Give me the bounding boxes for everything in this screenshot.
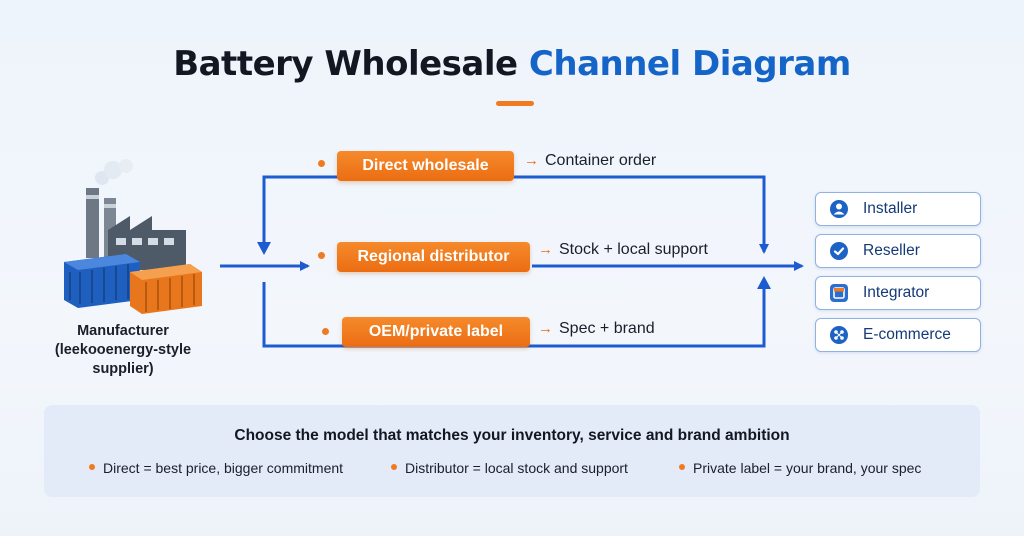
channel-note-3: → Spec + brand (538, 320, 655, 338)
title-part2: Channel Diagram (528, 44, 851, 84)
channel-oem-private-label: OEM/private label (342, 317, 530, 347)
channel-dot-3 (322, 328, 329, 335)
summary-bullet-1-text: Direct = best price, bigger commitment (103, 460, 344, 476)
role-installer-label: Installer (863, 200, 918, 217)
channel-note-3-text: Spec + brand (559, 320, 655, 337)
check-badge-icon (830, 242, 848, 260)
channel-regional-distributor: Regional distributor (337, 242, 530, 272)
arrow-glyph-2: → (538, 241, 553, 258)
title-underline (496, 101, 534, 106)
diagram-title: Battery Wholesale Channel Diagram (0, 44, 1024, 84)
top-route-line (262, 175, 769, 254)
title-part1: Battery Wholesale (173, 44, 518, 84)
blue-container-icon (64, 254, 140, 308)
person-icon (830, 200, 848, 218)
window-icon (830, 284, 848, 302)
channel-note-1: → Container order (524, 152, 656, 170)
manufacturer-label: Manufacturer (leekooenergy-style supplie… (48, 322, 198, 379)
summary-bullet-distributor: Distributor = local stock and support (391, 460, 628, 476)
top-left-arrowhead (257, 242, 271, 255)
role-integrator-label: Integrator (863, 284, 930, 301)
channel-dot-1 (318, 160, 325, 167)
summary-bullet-direct: Direct = best price, bigger commitment (89, 460, 343, 476)
orange-container-icon (130, 264, 202, 314)
bottom-right-arrowhead (757, 276, 771, 289)
channel-direct-wholesale: Direct wholesale (337, 151, 514, 181)
role-integrator: Integrator (815, 276, 981, 310)
bullet-dot-1 (89, 464, 95, 471)
summary-panel: Choose the model that matches your inven… (44, 405, 980, 497)
role-e-commerce: E-commerce (815, 318, 981, 352)
manufacturer-line1: Manufacturer (77, 323, 169, 339)
summary-heading: Choose the model that matches your inven… (234, 427, 790, 444)
role-e-commerce-label: E-commerce (863, 326, 951, 343)
manufacturer-line3: supplier) (92, 361, 154, 377)
role-reseller-label: Reseller (863, 242, 920, 259)
channel-note-1-text: Container order (545, 152, 657, 169)
role-reseller: Reseller (815, 234, 981, 268)
summary-bullet-3-text: Private label = your brand, your spec (693, 460, 922, 476)
arrow-glyph-1: → (524, 152, 539, 169)
network-icon (830, 326, 848, 344)
role-installer: Installer (815, 192, 981, 226)
channel-note-2: → Stock + local support (538, 241, 708, 259)
bullet-dot-3 (679, 464, 685, 471)
summary-bullet-2-text: Distributor = local stock and support (405, 460, 628, 476)
channel-note-2-text: Stock + local support (559, 241, 708, 258)
summary-bullet-private-label: Private label = your brand, your spec (679, 460, 921, 476)
manufacturer-line2: (leekooenergy-style (54, 342, 192, 358)
factory-icon (86, 159, 186, 270)
channel-dot-2 (318, 252, 325, 259)
bullet-dot-2 (391, 464, 397, 471)
arrow-glyph-3: → (538, 320, 553, 337)
